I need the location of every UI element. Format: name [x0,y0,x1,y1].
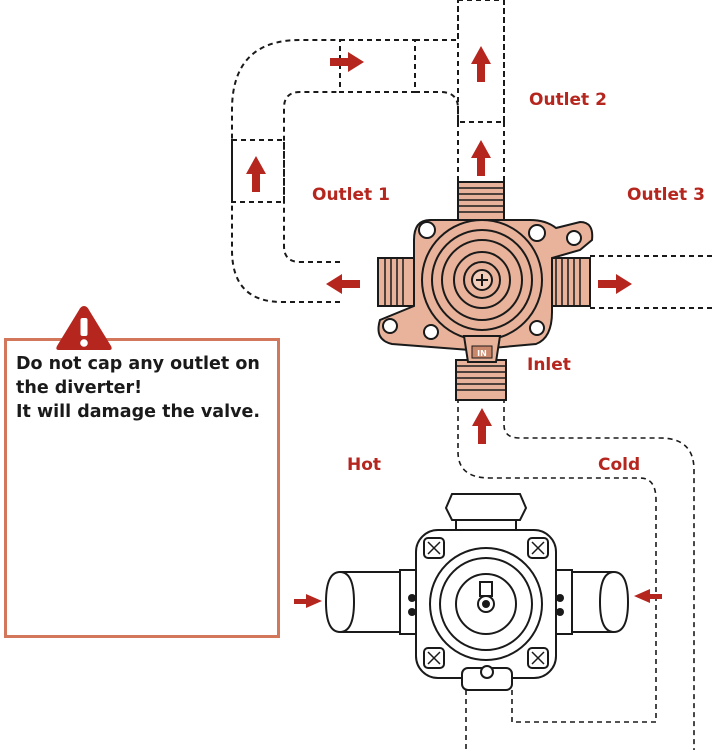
outlet2-stub [457,181,505,223]
outlet3-label: Outlet 3 [627,185,705,205]
warning-message: Do not cap any outlet on the diverter! I… [16,352,276,424]
flow-arrow [471,140,491,176]
inlet-stub [455,359,507,401]
warning-box [4,338,280,638]
flow-arrow [471,46,491,82]
outlet1-label: Outlet 1 [312,185,390,205]
flow-arrows [246,46,662,608]
warning-icon [56,306,112,350]
mixing-valve [324,493,630,691]
flow-arrow [598,274,632,294]
hot-label: Hot [347,455,382,475]
flow-arrow [246,156,266,192]
flow-arrow [472,408,492,444]
warning-line: Do not cap any outlet on [16,354,260,374]
supply-piping [457,398,695,750]
inlet-label: Inlet [527,355,571,375]
warning-line: the diverter! [16,378,143,398]
diverter-valve [377,181,594,401]
flow-arrow [330,52,364,72]
cold-label: Cold [598,455,641,475]
flow-arrow [326,274,360,294]
warning-line: It will damage the valve. [16,402,261,422]
outlet2-label: Outlet 2 [529,90,607,110]
in-mark: IN [477,349,487,358]
flow-arrow [634,589,662,603]
outlet1-stub [377,257,415,307]
flow-arrow [294,594,322,608]
outlet3-stub [547,257,591,307]
